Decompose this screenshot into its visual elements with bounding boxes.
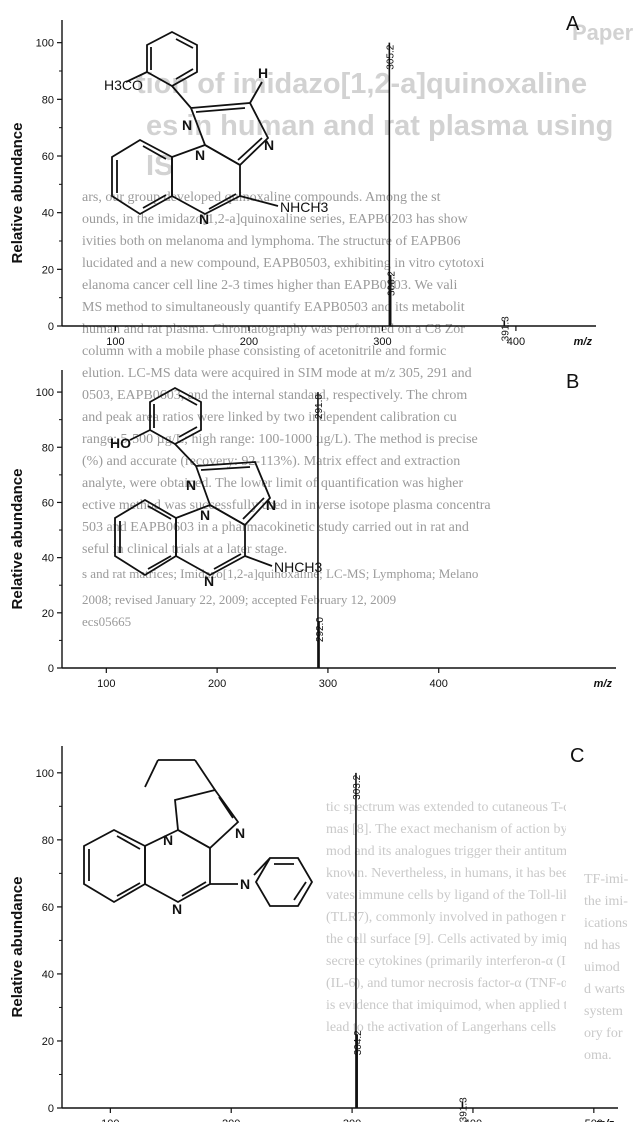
structure-c-label: N — [240, 876, 250, 892]
peak-label: 305.2 — [385, 44, 396, 69]
x-tick-label: 300 — [343, 1118, 361, 1122]
y-tick-label: 80 — [42, 94, 54, 106]
peak-label: 304.2 — [353, 1030, 364, 1055]
structure-b — [114, 386, 273, 577]
y-tick-label: 20 — [42, 264, 54, 276]
structure-a-label: N — [182, 117, 192, 133]
panel-label: B — [566, 371, 579, 393]
x-tick-label: 400 — [464, 1118, 482, 1122]
y-tick-label: 80 — [42, 835, 54, 847]
y-tick-label: 80 — [42, 442, 54, 454]
peak-label: 291.0 — [314, 394, 325, 419]
structure-b-label: N — [186, 477, 196, 493]
y-tick-label: 100 — [36, 38, 54, 50]
y-tick-label: 40 — [42, 969, 54, 981]
structure-b-label: HO — [110, 435, 131, 451]
peak-label: 303.2 — [352, 774, 363, 799]
peak-label: 391.3 — [500, 316, 511, 341]
panel-label: C — [570, 745, 584, 767]
structure-a-label: N — [264, 137, 274, 153]
panel-label: A — [566, 13, 580, 35]
x-tick-label: 200 — [240, 336, 258, 348]
x-tick-label: 200 — [208, 678, 226, 690]
structure-a-label: H — [258, 65, 268, 81]
x-axis-label: m/z — [594, 678, 613, 690]
y-tick-label: 100 — [36, 768, 54, 780]
y-tick-label: 0 — [48, 1103, 54, 1115]
x-tick-label: 100 — [106, 336, 124, 348]
y-tick-label: 60 — [42, 151, 54, 163]
structure-b-label: N — [204, 573, 214, 589]
y-tick-label: 100 — [36, 387, 54, 399]
structure-a-label: N — [199, 211, 209, 227]
structure-a-label: H3CO — [104, 77, 143, 93]
structure-c-label: N — [235, 825, 245, 841]
x-tick-label: 100 — [97, 678, 115, 690]
y-axis-label: Relative abundance — [9, 469, 26, 610]
structure-a-label: NHCH3 — [280, 199, 328, 215]
structure-c — [83, 759, 314, 907]
x-tick-label: 300 — [373, 336, 391, 348]
peak-label: 306.2 — [387, 271, 398, 296]
y-tick-label: 0 — [48, 663, 54, 675]
y-tick-label: 40 — [42, 208, 54, 220]
structure-b-label: NHCH3 — [274, 559, 322, 575]
spectrum-panel-b: 0 20 40 60 80 100 100 200 300 400 m/z Relative abun… — [9, 370, 616, 690]
peak-label: 292.0 — [315, 617, 326, 642]
structure-a-label: N — [195, 147, 205, 163]
structure-c-label: N — [172, 901, 182, 917]
x-axis-label: m/z — [574, 336, 593, 348]
spectrum-panel-c: 0 20 40 60 80 100 100 200 300 400 500m/z Relative a… — [9, 745, 618, 1122]
y-tick-label: 60 — [42, 902, 54, 914]
x-tick-label: 300 — [319, 678, 337, 690]
x-tick-label: 100 — [101, 1118, 119, 1122]
structure-a — [111, 30, 279, 216]
x-tick-label: 500 — [585, 1118, 603, 1122]
spectrum-panel-a: 0 20 40 60 80 100 100 200 300 400 m/z Relative abun… — [9, 13, 596, 348]
y-tick-label: 40 — [42, 553, 54, 565]
y-tick-label: 0 — [48, 321, 54, 333]
x-axis-label: m/z — [596, 1118, 615, 1122]
peak-label: 391.3 — [458, 1097, 469, 1122]
structure-c-label: N — [163, 832, 173, 848]
y-tick-label: 20 — [42, 1036, 54, 1048]
structure-b-label: N — [200, 507, 210, 523]
y-tick-label: 20 — [42, 608, 54, 620]
x-tick-label: 400 — [507, 336, 525, 348]
y-tick-label: 60 — [42, 497, 54, 509]
y-axis-label: Relative abundance — [9, 877, 26, 1018]
x-tick-label: 400 — [430, 678, 448, 690]
y-axis-label: Relative abundance — [9, 123, 26, 264]
structure-b-label: N — [266, 497, 276, 513]
x-tick-label: 200 — [222, 1118, 240, 1122]
